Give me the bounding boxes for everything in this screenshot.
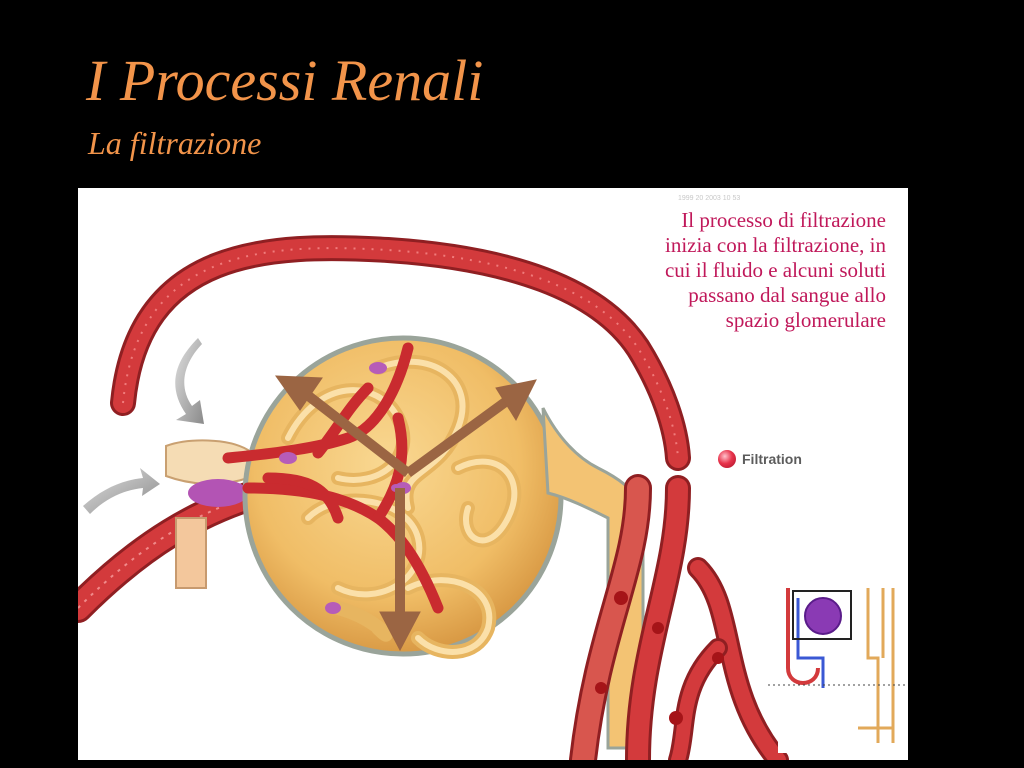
glomerulus-illustration: 1999 20 2003 10 53 Il processo di filtra… [78, 188, 908, 760]
faint-header-text: 1999 20 2003 10 53 [678, 195, 741, 202]
slide-title: I Processi Renali [86, 48, 484, 113]
curved-arrow-icon [175, 338, 204, 424]
inflow-arrow-icon [83, 468, 160, 514]
legend-label: Filtration [742, 451, 802, 467]
arch-vessel [110, 235, 691, 471]
filtration-caption: Il processo di filtrazione inizia con la… [664, 208, 886, 332]
filtration-arrows [275, 375, 537, 652]
tubules [569, 474, 789, 760]
slide-subtitle: La filtrazione [88, 125, 262, 161]
glomerulus-drawing [78, 235, 908, 760]
kidney-inset-diagram [768, 583, 908, 753]
filtration-legend: Filtration [718, 450, 802, 468]
legend-dot-icon [718, 450, 736, 468]
